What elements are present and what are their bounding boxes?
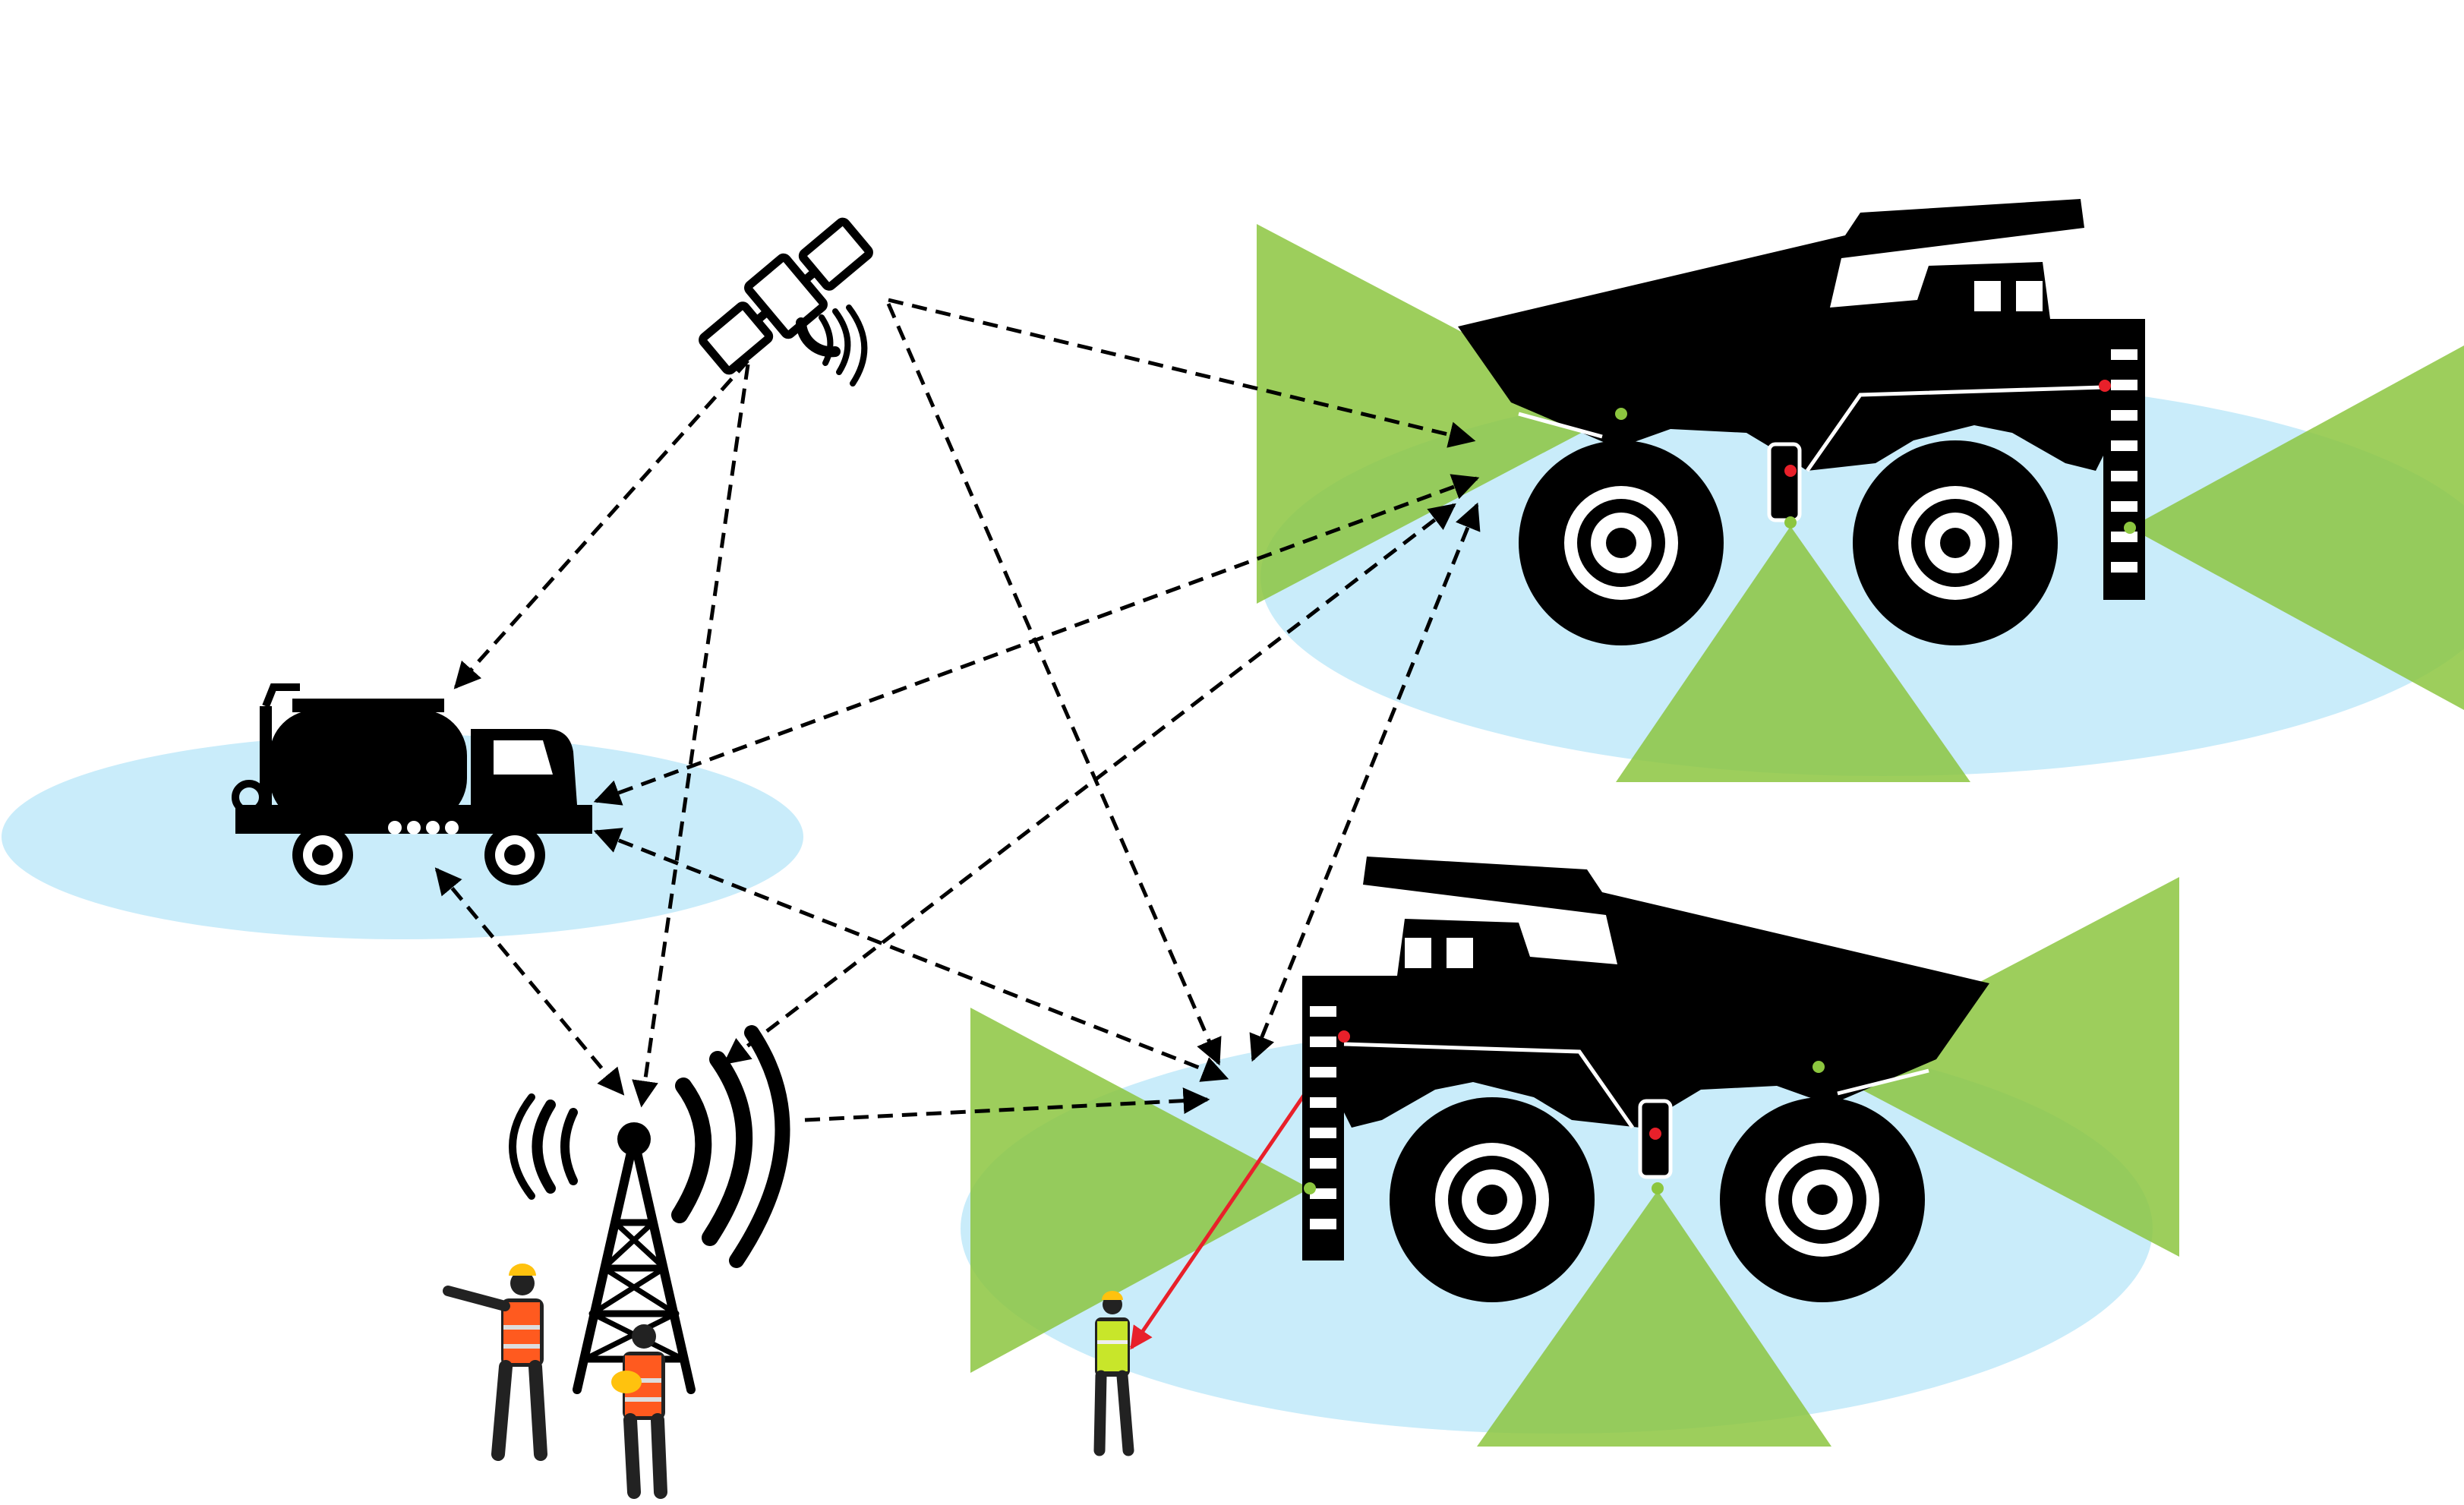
dump-truck-icon-top <box>1458 199 2145 645</box>
sensor-dot-green <box>1615 408 1627 420</box>
link-satellite-cell-tower <box>632 364 750 1108</box>
link-fuel-truck-haul-truck-bottom <box>593 828 1229 1082</box>
worker-icon-supervisor-pointing <box>443 1264 547 1461</box>
sensor-dot-red <box>1784 465 1797 477</box>
sensor-dot-red <box>2099 380 2111 392</box>
dump-truck-icon-bottom <box>1302 857 1989 1302</box>
sensor-dot-red <box>1338 1030 1350 1043</box>
link-satellite-haul-truck-bottom <box>886 303 1222 1066</box>
sensor-cones <box>970 224 2464 1447</box>
radio-tower-icon <box>509 1025 790 1394</box>
sensor-dot-green <box>1652 1182 1664 1194</box>
link-satellite-fuel-truck <box>453 359 749 689</box>
link-satellite-haul-truck-top <box>888 298 1476 448</box>
sensor-dot-green <box>1813 1061 1825 1073</box>
sensor-dot-green <box>1784 516 1797 528</box>
sensor-dot-green <box>2124 522 2136 534</box>
satellite-signal-icon <box>796 304 868 387</box>
tanker-truck-icon <box>232 683 592 885</box>
top-truck-bottom-sensor-cone <box>1616 526 1970 782</box>
worker-icon-field <box>1093 1291 1134 1456</box>
sensor-dot-green <box>1304 1182 1316 1194</box>
bottom-truck-bottom-sensor-cone <box>1477 1191 1831 1447</box>
link-haul-truck-top-haul-truck-bottom <box>1249 502 1481 1062</box>
communication-links <box>434 298 1481 1122</box>
sensor-dot-red <box>1649 1128 1661 1140</box>
satellite-icon <box>699 217 873 375</box>
coverage-zones <box>2 378 2464 1434</box>
top-truck-rear-sensor-cone <box>2130 345 2464 710</box>
bottom-truck-rear-sensor-cone <box>1819 877 2179 1257</box>
link-cell-tower-haul-truck-bottom <box>804 1087 1210 1122</box>
worker-icon-supervisor-helmet <box>611 1324 667 1499</box>
